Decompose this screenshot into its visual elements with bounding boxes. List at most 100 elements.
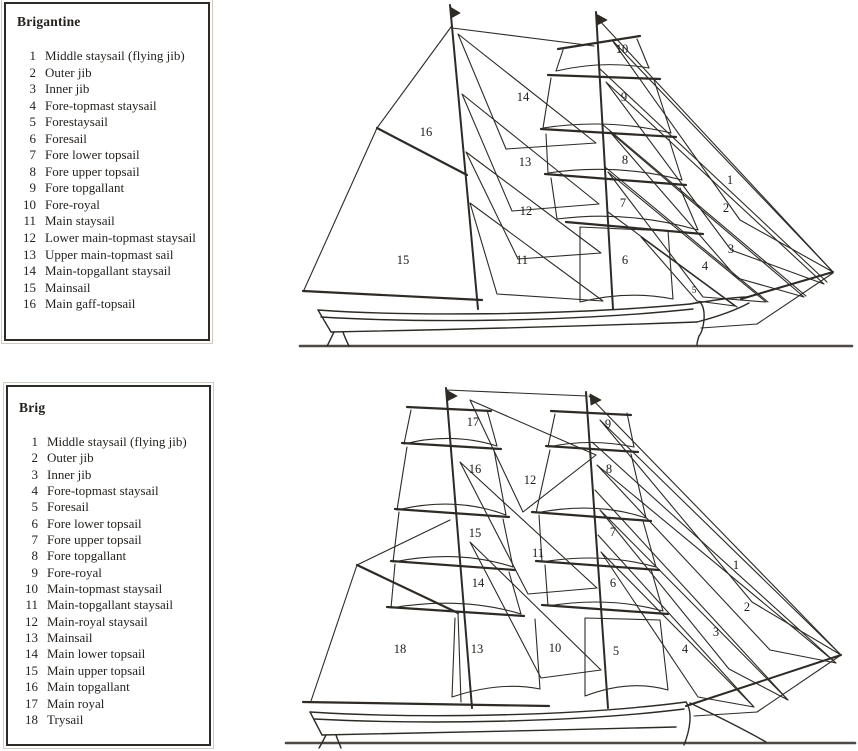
legend-item-list: 1 Middle staysail (flying jib) 2 Outer j… (17, 434, 203, 728)
sail-10 (555, 38, 650, 72)
item-number: 9 (29, 180, 37, 196)
sail-8 (545, 133, 683, 181)
item-number: 5 (29, 114, 37, 130)
item-number: 14 (25, 646, 38, 662)
item-number: 10 (25, 581, 38, 597)
main-staysails (459, 399, 602, 679)
sail-15 (392, 511, 514, 568)
item-number: 2 (31, 450, 39, 466)
item-number: 7 (31, 532, 39, 548)
sail-3 (599, 509, 789, 701)
sail-1 (611, 39, 834, 273)
item-number: 15 (23, 279, 36, 295)
item-label: Lower main-topmast staysail (45, 230, 196, 246)
main-gaff (375, 126, 469, 177)
item-number: 6 (29, 130, 37, 146)
main-mast (449, 4, 479, 310)
item-label: Fore topgallant (45, 180, 125, 196)
legend-item: 12 Main-royal staysail (17, 614, 203, 630)
sail-number-label: 9 (605, 417, 611, 431)
sail-18 (310, 519, 462, 703)
legend-item: 3 Inner jib (17, 467, 203, 483)
legend-brigantine: Brigantine 1 Middle staysail (flying jib… (1, 0, 213, 344)
legend-item: 10 Main-topmast staysail (17, 581, 203, 597)
legend-item: 13 Upper main-topmast sail (15, 247, 202, 264)
sail-12 (465, 151, 602, 260)
sail-number-label: 10 (616, 42, 629, 56)
bowsprit (685, 654, 842, 717)
sail-11 (459, 461, 598, 595)
headstays (588, 395, 842, 708)
item-label: Fore lower topsail (47, 515, 142, 531)
sail-number-label: 11 (532, 546, 544, 560)
sail-number-label: 16 (469, 462, 482, 476)
sail-number-label: 1 (733, 558, 739, 572)
jibs-and-staysails (596, 419, 842, 708)
sail-number-label: 15 (397, 253, 410, 267)
sail-5 (640, 236, 736, 307)
legend-item: 15 Main upper topsail (17, 663, 203, 679)
sail-14 (390, 563, 522, 615)
masts (445, 387, 609, 709)
item-label: Upper main-topmast sail (45, 246, 174, 262)
sail-number-label: 13 (471, 642, 484, 656)
item-label: Main-topgallant staysail (47, 597, 174, 613)
item-number: 14 (23, 263, 36, 279)
sail-16 (396, 446, 507, 516)
legend-item: 17 Main royal (17, 696, 203, 712)
item-label: Mainsail (47, 630, 93, 646)
sail-1 (599, 419, 842, 656)
legend-item: 8 Fore upper topsail (15, 164, 202, 181)
item-label: Main-royal staysail (47, 613, 148, 629)
sail-4 (600, 551, 755, 708)
item-label: Inner jib (45, 81, 90, 97)
hull (309, 701, 767, 749)
legend-item: 8 Fore topgallant (17, 548, 203, 564)
sail-number-label: 7 (610, 525, 616, 539)
legend-title: Brig (19, 400, 46, 415)
item-label: Middle staysail (flying jib) (45, 48, 185, 63)
item-label: Middle staysail (flying jib) (47, 434, 187, 449)
item-label: Fore-topmast staysail (45, 97, 157, 113)
sail-number-label: 2 (723, 201, 729, 215)
item-number: 11 (23, 213, 36, 229)
item-number: 4 (29, 97, 37, 113)
item-number: 8 (29, 163, 37, 179)
sail-6 (544, 564, 664, 612)
sail-17 (403, 409, 498, 447)
item-number: 1 (29, 48, 37, 63)
legend-item: 14 Main-topgallant staysail (15, 263, 202, 280)
legend-item: 16 Main gaff-topsail (15, 296, 202, 313)
sail-number-label: 14 (472, 576, 485, 590)
legend-item: 13 Mainsail (17, 630, 203, 646)
item-label: Outer jib (47, 450, 94, 466)
sail-number-label: 8 (606, 462, 612, 476)
trysail-group (301, 519, 551, 708)
legend-item: 14 Main lower topsail (17, 646, 203, 662)
legend-item: 16 Main topgallant (17, 679, 203, 695)
item-label: Fore-topmast staysail (47, 483, 159, 499)
masts (449, 4, 614, 310)
sail-2 (596, 464, 837, 664)
item-label: Main upper topsail (47, 662, 146, 678)
item-number: 12 (25, 613, 38, 629)
sail-11 (469, 202, 604, 302)
sail-number-label: 15 (469, 526, 482, 540)
item-number: 12 (23, 230, 36, 246)
item-label: Main topgallant (47, 679, 130, 695)
main-yards (385, 405, 526, 618)
item-label: Main-topgallant staysail (45, 263, 172, 279)
legend-item: 6 Foresail (15, 131, 202, 148)
item-label: Main gaff-topsail (45, 296, 136, 312)
legend-item: 18 Trysail (17, 712, 203, 728)
item-label: Fore upper topsail (47, 532, 142, 548)
main-mast (445, 387, 473, 709)
legend-item: 9 Fore topgallant (15, 180, 202, 197)
main-square-sails (390, 409, 541, 698)
item-label: Main staysail (45, 213, 115, 229)
item-number: 5 (31, 499, 39, 515)
legend-item: 15 Mainsail (15, 280, 202, 297)
